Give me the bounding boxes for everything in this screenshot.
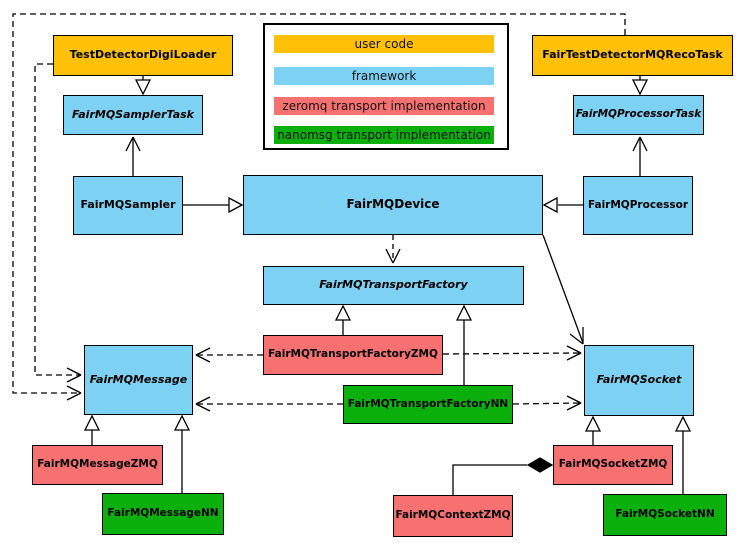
node-fairmqsocketnn: FairMQSocketNN (603, 494, 727, 536)
node-fairmqsocketzmq: FairMQSocketZMQ (553, 445, 673, 485)
node-fairmqsampler: FairMQSampler (73, 176, 183, 235)
edge-tfnn-socket-dashed (512, 395, 582, 411)
edge-messagezmq-message-inheritance (83, 414, 101, 445)
edge-processor-processortask-arrow (632, 136, 648, 176)
edge-socketnn-socket-inheritance (674, 415, 692, 494)
legend-item-framework: framework (274, 67, 494, 85)
node-fairmqtransportfactoryzmq: FairMQTransportFactoryZMQ (263, 335, 443, 375)
edge-tfnn-message-dashed (195, 396, 343, 412)
edge-processor-device-inheritance (542, 196, 583, 214)
node-fairtestdetectormqrecotask: FairTestDetectorMQRecoTask (532, 35, 733, 76)
node-fairmqmessagenn: FairMQMessageNN (102, 493, 224, 535)
node-fairmqprocessor: FairMQProcessor (583, 176, 693, 235)
node-fairmqsamplertask: FairMQSamplerTask (63, 95, 203, 135)
edge-sampler-samplertask-arrow (125, 136, 141, 176)
legend-item-user-code: user code (274, 35, 494, 53)
node-testdetectordigiloader: TestDetectorDigiLoader (53, 35, 233, 76)
node-fairmqtransportfactorynn: FairMQTransportFactoryNN (343, 385, 513, 424)
node-fairmqdevice: FairMQDevice (243, 175, 543, 235)
edge-tfzmq-message-dashed (195, 347, 263, 363)
edge-digiloader-samplertask-inheritance (134, 76, 152, 96)
legend: user code framework zeromq transport imp… (263, 23, 509, 150)
edge-tfzmq-socket-dashed (442, 345, 582, 361)
edge-socketzmq-socket-inheritance (584, 415, 602, 445)
edge-messagenn-message-inheritance (173, 414, 191, 493)
edge-recotask-message-dashed (12, 13, 626, 401)
legend-item-zeromq: zeromq transport implementation (274, 97, 494, 115)
legend-item-nanomsg: nanomsg transport implementation (274, 126, 494, 144)
node-fairmqsocket: FairMQSocket (584, 345, 694, 416)
node-fairmqmessagezmq: FairMQMessageZMQ (32, 445, 163, 485)
edge-sampler-device-inheritance (183, 196, 244, 214)
node-fairmqtransportfactory: FairMQTransportFactory (263, 266, 524, 305)
node-fairmqcontextzmq: FairMQContextZMQ (393, 495, 513, 537)
node-fairmqmessage: FairMQMessage (84, 345, 193, 415)
edge-device-transportfactory-dashed (385, 235, 401, 264)
edge-tfnn-transportfactory-inheritance (455, 304, 473, 385)
edge-contextzmq-socketzmq-composition (452, 457, 554, 495)
node-fairmqprocessortask: FairMQProcessorTask (573, 95, 704, 135)
edge-recotask-processortask-inheritance (631, 76, 649, 96)
edge-digiloader-message-dashed (34, 63, 82, 383)
edge-device-socket-arrow (542, 234, 584, 345)
edge-tfzmq-transportfactory-inheritance (334, 304, 352, 335)
